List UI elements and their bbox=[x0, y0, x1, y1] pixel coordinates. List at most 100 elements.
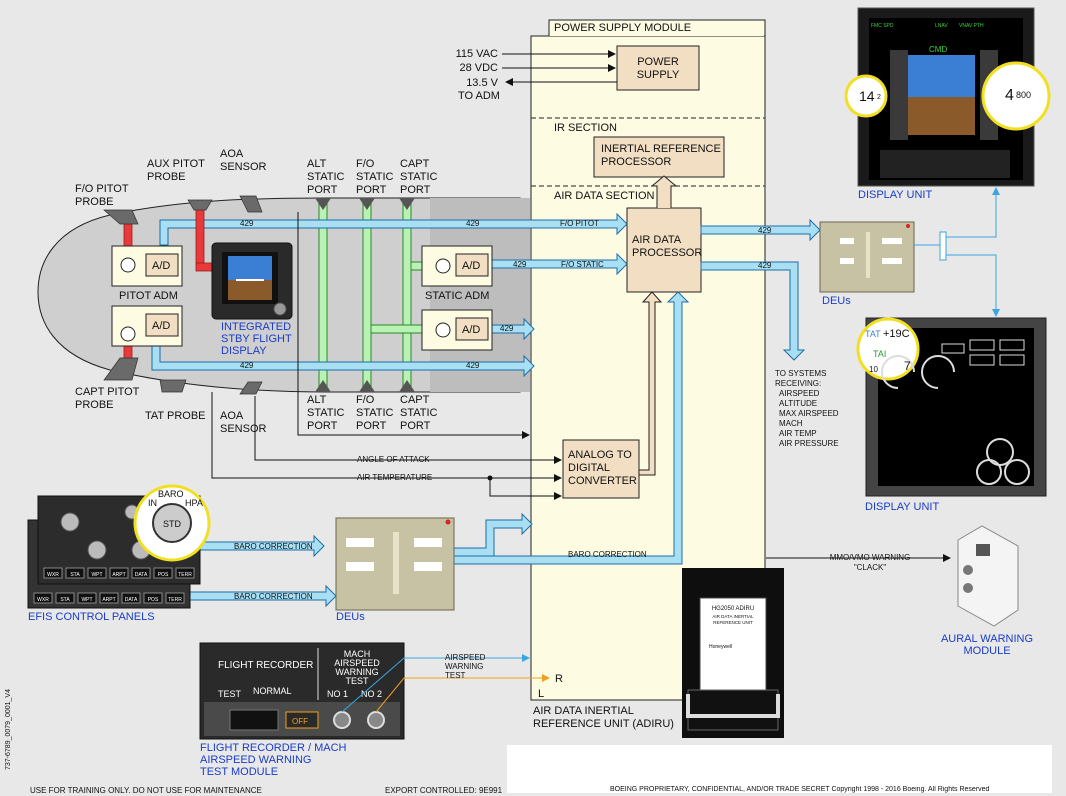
pfd-cmd: CMD bbox=[929, 45, 947, 54]
efis-button-label: POS bbox=[148, 597, 159, 603]
adiru-r-corner: R bbox=[555, 673, 563, 685]
efis-button-wpt[interactable]: WPT bbox=[87, 567, 107, 579]
efis-button-data[interactable]: DATA bbox=[121, 592, 141, 604]
efis-button-wpt[interactable]: WPT bbox=[77, 592, 97, 604]
efis-in-label: IN bbox=[148, 498, 157, 508]
pfd-tag-1: FMC SPD bbox=[871, 23, 894, 29]
efis-button-data[interactable]: DATA bbox=[131, 567, 151, 579]
bus-429-labels: 429 429 429 429 429 429 429 429 bbox=[240, 219, 772, 370]
baro-correction-label-1: BARO CORRECTION bbox=[234, 542, 313, 551]
svg-text:PROBE: PROBE bbox=[147, 171, 186, 183]
svg-text:AOA: AOA bbox=[220, 148, 244, 160]
power-supply-line2: SUPPLY bbox=[637, 69, 680, 81]
arinc-429-buses bbox=[151, 212, 821, 608]
adiru-label-2: REFERENCE UNIT (ADIRU) bbox=[533, 718, 674, 730]
svg-text:CAPT PITOT: CAPT PITOT bbox=[75, 386, 140, 398]
efis-button-label: DATA bbox=[125, 597, 138, 603]
adiru-name-1: AIR DATA INERTIAL bbox=[712, 614, 754, 619]
mmo-clack-label: "CLACK" bbox=[854, 563, 887, 572]
deus-right-label: DEUs bbox=[822, 295, 851, 307]
psm-title: POWER SUPPLY MODULE bbox=[554, 22, 691, 34]
svg-text:CAPT: CAPT bbox=[400, 394, 430, 406]
adiru-l-corner: L bbox=[538, 688, 544, 700]
footer-export: EXPORT CONTROLLED: 9E991 bbox=[385, 786, 503, 795]
fr-mach-2: AIRSPEED bbox=[334, 658, 380, 668]
efis-button-label: DATA bbox=[135, 572, 148, 578]
svg-text:AUX PITOT: AUX PITOT bbox=[147, 158, 205, 170]
svg-text:MAX AIRSPEED: MAX AIRSPEED bbox=[779, 409, 839, 418]
svg-text:AIR PRESSURE: AIR PRESSURE bbox=[779, 439, 839, 448]
adiru-label-1: AIR DATA INERTIAL bbox=[533, 705, 634, 717]
efis-button-arpt[interactable]: ARPT bbox=[99, 592, 119, 604]
air-temperature-label: AIR TEMPERATURE bbox=[357, 473, 432, 482]
adiru-unit bbox=[682, 568, 784, 738]
svg-text:429: 429 bbox=[240, 219, 254, 228]
eicas-seven: 7 bbox=[904, 359, 911, 373]
efis-button-arpt[interactable]: ARPT bbox=[109, 567, 129, 579]
aural-warning-module bbox=[957, 525, 1019, 627]
fo-static-bus-label: F/O STATIC bbox=[561, 260, 604, 269]
efis-button-label: WXR bbox=[37, 597, 49, 603]
svg-text:INTEGRATED: INTEGRATED bbox=[221, 321, 291, 333]
svg-text:F/O PITOT: F/O PITOT bbox=[75, 183, 129, 195]
display-unit-top-label: DISPLAY UNIT bbox=[858, 189, 932, 201]
display-unit-bottom bbox=[856, 317, 1047, 497]
adp-line1: AIR DATA bbox=[632, 234, 682, 246]
deus-right bbox=[819, 221, 915, 293]
svg-text:TAT PROBE: TAT PROBE bbox=[145, 410, 206, 422]
svg-text:STATIC: STATIC bbox=[400, 171, 438, 183]
efis-button-wxr[interactable]: WXR bbox=[33, 592, 53, 604]
asw-test-1: AIRSPEED bbox=[445, 653, 486, 662]
svg-text:429: 429 bbox=[758, 226, 772, 235]
svg-text:STBY FLIGHT: STBY FLIGHT bbox=[221, 333, 292, 345]
efis-button-terr[interactable]: TERR bbox=[175, 567, 195, 579]
deu-to-display-lines bbox=[914, 187, 1000, 317]
irp-line1: INERTIAL REFERENCE bbox=[601, 143, 721, 155]
svg-text:F/O: F/O bbox=[356, 158, 375, 170]
efis-button-label: WXR bbox=[47, 572, 59, 578]
efis-button-label: STA bbox=[70, 572, 80, 578]
adp-line2: PROCESSOR bbox=[632, 247, 702, 259]
efis-button-sta[interactable]: STA bbox=[65, 567, 85, 579]
svg-text:PORT: PORT bbox=[400, 420, 431, 432]
svg-text:PORT: PORT bbox=[356, 184, 387, 196]
angle-of-attack-label: ANGLE OF ATTACK bbox=[357, 455, 430, 464]
svg-text:ALT: ALT bbox=[307, 394, 327, 406]
svg-text:AOA: AOA bbox=[220, 410, 244, 422]
efis-button-sta[interactable]: STA bbox=[55, 592, 75, 604]
pitot-adm: A/D A/D bbox=[111, 245, 183, 347]
efis-button-wxr[interactable]: WXR bbox=[43, 567, 63, 579]
svg-text:TO SYSTEMS: TO SYSTEMS bbox=[775, 369, 826, 378]
air-data-section-label: AIR DATA SECTION bbox=[554, 190, 654, 202]
adc-line3: CONVERTER bbox=[568, 475, 637, 487]
svg-text:429: 429 bbox=[466, 219, 480, 228]
svg-text:429: 429 bbox=[513, 260, 527, 269]
efis-button-label: TERR bbox=[168, 597, 182, 603]
svg-text:PORT: PORT bbox=[307, 420, 338, 432]
output-13v: 13.5 V bbox=[466, 77, 498, 89]
fr-label-3: TEST MODULE bbox=[200, 766, 278, 778]
static-ports bbox=[315, 198, 415, 392]
isfd-label: INTEGRATED STBY FLIGHT DISPLAY bbox=[221, 321, 292, 357]
svg-text:ALTITUDE: ALTITUDE bbox=[779, 399, 817, 408]
airspeed-warning-test-signals bbox=[341, 654, 550, 713]
pfd-alt-big: 4 bbox=[1005, 87, 1014, 104]
efis-button-pos[interactable]: POS bbox=[153, 567, 173, 579]
fr-no1: NO 1 bbox=[327, 689, 348, 699]
svg-text:CAPT: CAPT bbox=[400, 158, 430, 170]
efis-button-label: ARPT bbox=[102, 597, 115, 603]
svg-text:SENSOR: SENSOR bbox=[220, 423, 267, 435]
fo-pitot-bus-label: F/O PITOT bbox=[560, 219, 599, 228]
efis-label: EFIS CONTROL PANELS bbox=[28, 611, 155, 623]
pfd-tag-2: LNAV bbox=[935, 23, 948, 29]
svg-text:PORT: PORT bbox=[356, 420, 387, 432]
efis-button-label: WPT bbox=[81, 597, 92, 603]
efis-button-terr[interactable]: TERR bbox=[165, 592, 185, 604]
svg-text:429: 429 bbox=[466, 361, 480, 370]
efis-button-label: ARPT bbox=[112, 572, 125, 578]
fr-test: TEST bbox=[218, 689, 242, 699]
power-supply-line1: POWER bbox=[637, 56, 679, 68]
asw-test-2: WARNING bbox=[445, 662, 483, 671]
efis-button-pos[interactable]: POS bbox=[143, 592, 163, 604]
pfd-tag-3: VNAV PTH bbox=[959, 23, 984, 29]
